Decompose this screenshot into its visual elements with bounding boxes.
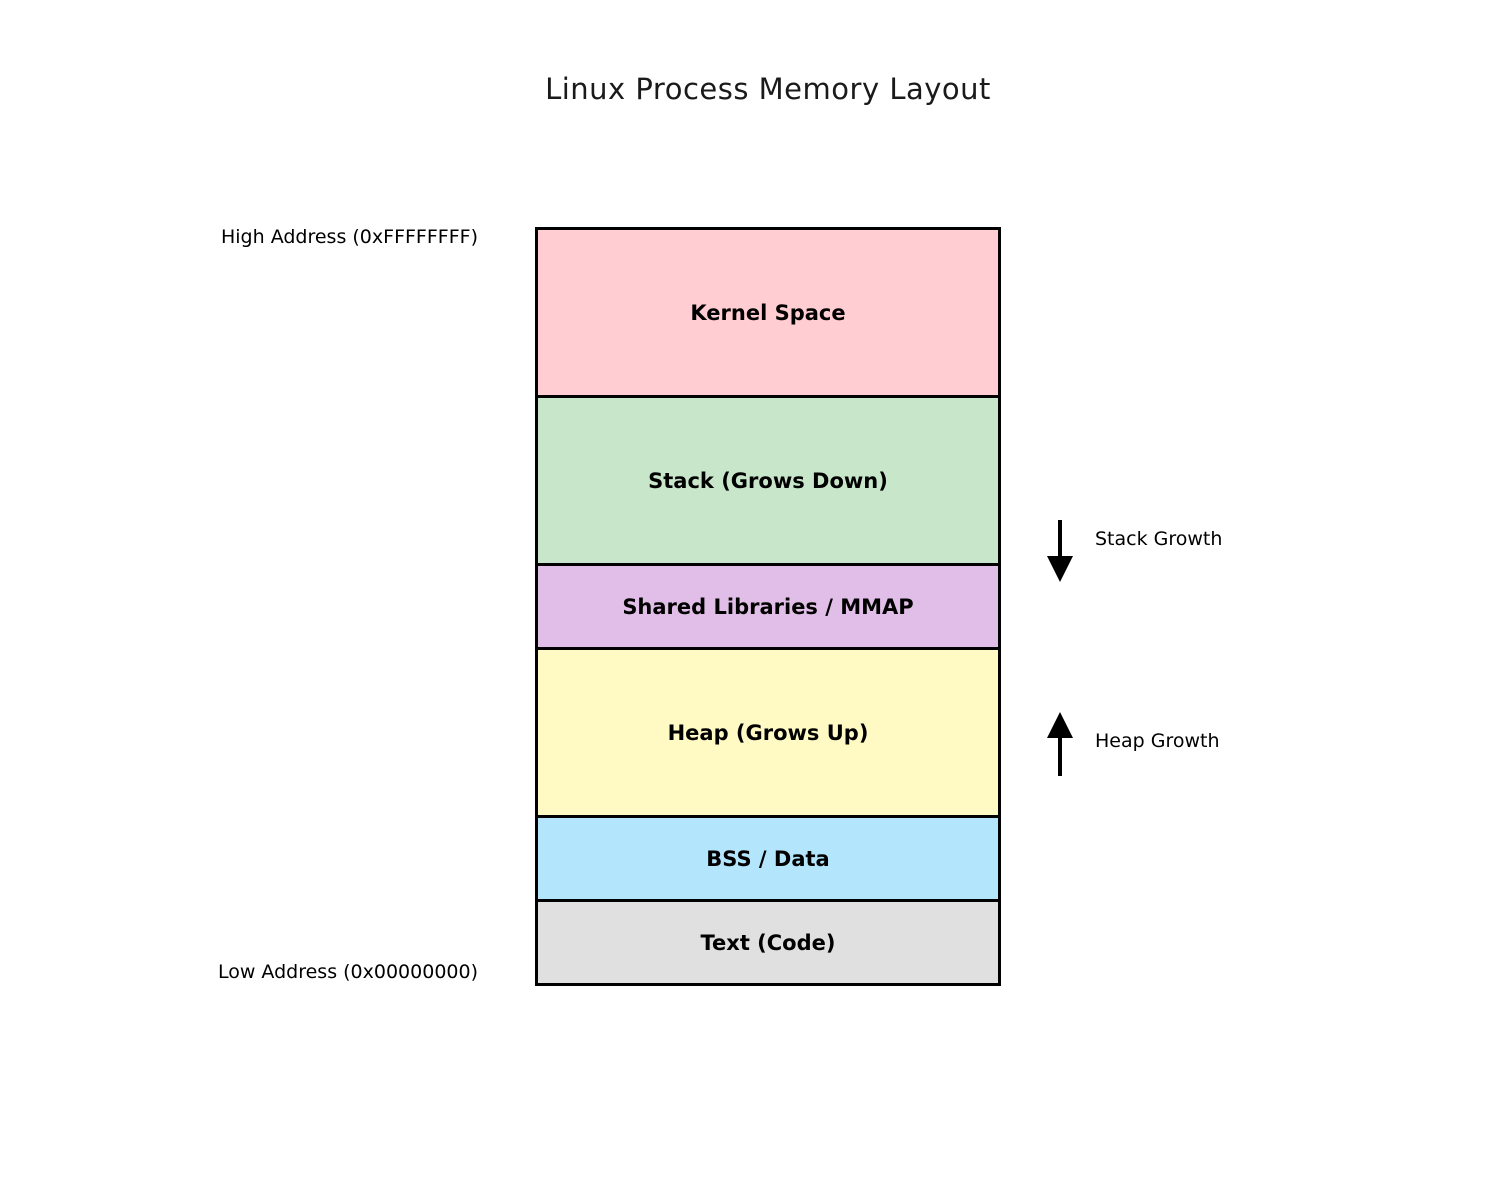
memory-segment-label: Stack (Grows Down) [648,468,888,493]
heap-growth-label: Heap Growth [1095,730,1220,752]
memory-segment-label: Text (Code) [700,930,836,955]
diagram-title: Linux Process Memory Layout [545,72,991,106]
memory-segment-label: Heap (Grows Up) [667,720,869,745]
memory-segment-label: BSS / Data [706,846,830,871]
high-address-label: High Address (0xFFFFFFFF) [220,226,478,248]
memory-segment-2: Shared Libraries / MMAP [535,563,1001,650]
stack-growth-down-arrow-icon [1047,520,1073,582]
memory-segment-label: Shared Libraries / MMAP [622,594,914,619]
stack-growth-label: Stack Growth [1095,528,1223,550]
memory-segment-0: Kernel Space [535,227,1001,398]
memory-segment-5: Text (Code) [535,899,1001,986]
low-address-label: Low Address (0x00000000) [217,961,478,983]
memory-segment-1: Stack (Grows Down) [535,395,1001,566]
heap-growth-up-arrow-icon [1047,712,1073,776]
memory-segment-3: Heap (Grows Up) [535,647,1001,818]
memory-segment-label: Kernel Space [690,300,846,325]
memory-segment-4: BSS / Data [535,815,1001,902]
